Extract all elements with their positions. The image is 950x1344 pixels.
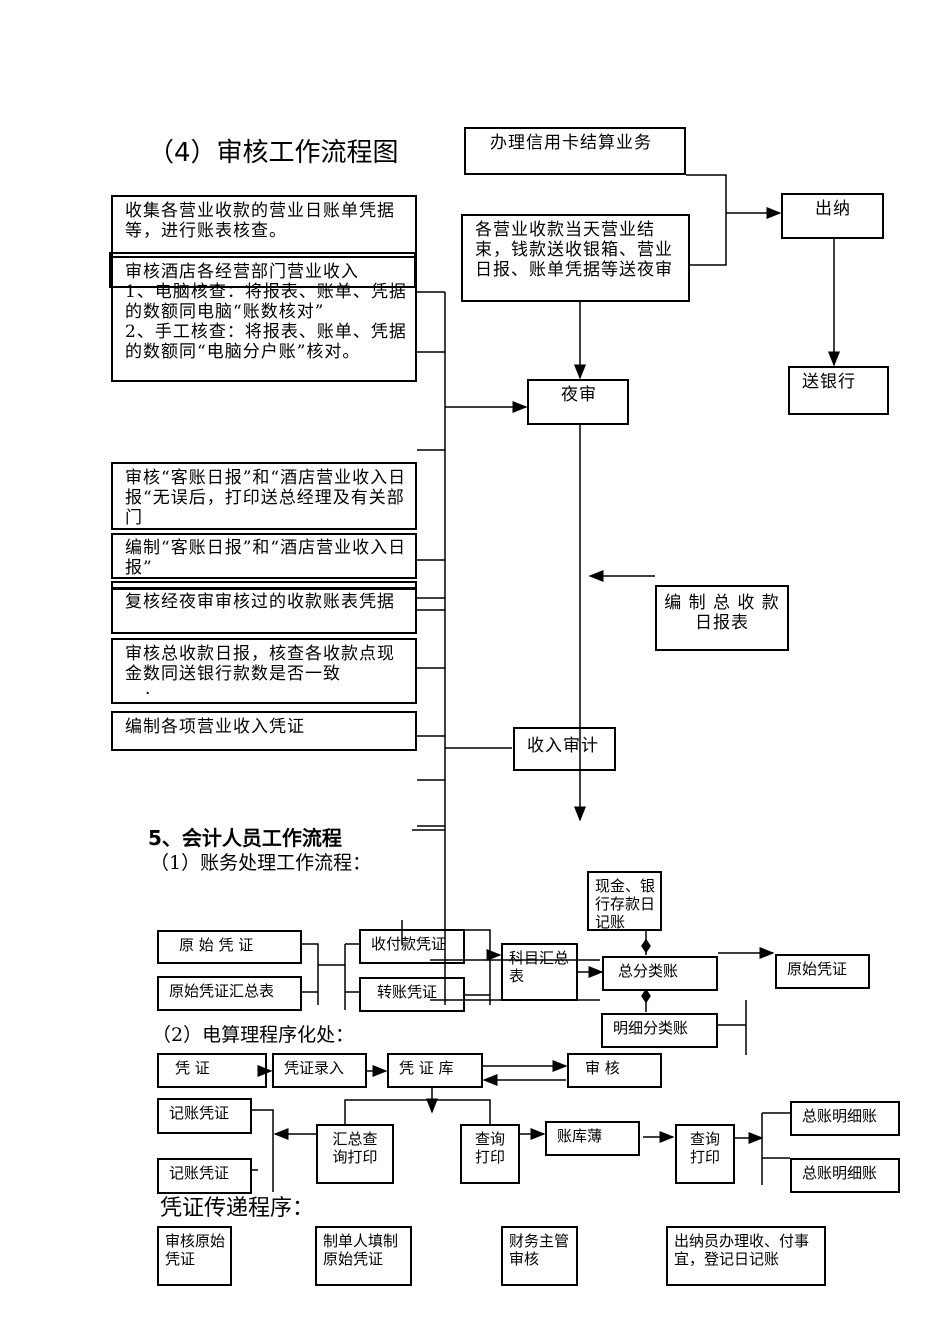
cashbox-box: 各营业收款当天营业结束，钱款送收银箱、营业日报、账单凭据等送夜审 — [461, 214, 690, 302]
sub1-title: （1）账务处理工作流程： — [150, 852, 372, 874]
voucher-db-box: 凭 证 库 — [387, 1053, 483, 1088]
original-voucher-right-box: 原始凭证 — [775, 954, 870, 989]
step-review-daily-box: 审核“客账日报”和“酒店营业收入日报“无误后，打印送总经理及有关部门 — [111, 462, 417, 530]
section4-title: （4）审核工作流程图 — [148, 138, 399, 168]
total-report-box: 编 制 总 收 款 日报表 — [655, 585, 789, 651]
ledger-book-box: 账库薄 — [545, 1121, 640, 1156]
posting-voucher-box-1: 记账凭证 — [157, 1098, 252, 1134]
step-vouchers-box: 编制各项营业收入凭证 — [111, 711, 417, 751]
section5-title: 5、会计人员工作流程 — [148, 826, 342, 850]
flow-step-2: 制单人填制原始凭证 — [315, 1226, 412, 1286]
step-verify-text: 审核总收款日报，核查各收款点现金数同送银行款数是否一致 — [125, 644, 395, 684]
detail-ledger-box: 明细分类账 — [601, 1013, 718, 1048]
sub2-title: （2）电算理程序化处： — [152, 1024, 355, 1046]
flow-step-3: 财务主管审核 — [501, 1226, 578, 1286]
sub3-title: 凭证传递程序： — [160, 1196, 315, 1221]
step-audit-revenue-box: 审核酒店各经营部门营业收入 1、电脑核查：将报表、账单、凭据的数额同电脑“账数核… — [111, 256, 417, 382]
step-verify-cash-box: 审核总收款日报，核查各收款点现金数同送银行款数是否一致· — [111, 638, 417, 704]
gl-detail-box-2: 总账明细账 — [790, 1158, 900, 1193]
step-compile-daily-box: 编制“客账日报”和“酒店营业收入日报” — [111, 533, 417, 579]
flow-step-1: 审核原始凭证 — [157, 1226, 232, 1286]
posting-voucher-box-2: 记账凭证 — [157, 1158, 252, 1194]
receipt-voucher-box: 收付款凭证 — [359, 929, 465, 964]
account-summary-box: 科目汇总表 — [501, 943, 578, 1001]
night-audit-box: 夜审 — [527, 379, 629, 425]
step-recheck-box: 复核经夜审审核过的收款账表凭据 — [111, 588, 417, 634]
bank-box: 送银行 — [788, 366, 889, 415]
step-collect-box: 收集各营业收款的营业日账单凭据等，进行账表核查。 — [111, 195, 417, 258]
journal-box: 现金、银行存款日记账 — [587, 871, 662, 931]
transfer-voucher-box: 转账凭证 — [359, 977, 465, 1012]
revenue-audit-box: 收入审计 — [513, 727, 616, 771]
credit-card-box: 办理信用卡结算业务 — [464, 127, 686, 175]
review-box: 审 核 — [567, 1053, 662, 1088]
voucher-entry-box: 凭证录入 — [272, 1053, 367, 1088]
query-print-box-1: 查询打印 — [460, 1124, 520, 1184]
flow-step-4: 出纳员办理收、付事宜，登记日记账 — [666, 1226, 826, 1286]
gl-detail-box-1: 总账明细账 — [790, 1101, 900, 1136]
original-voucher-box: 原 始 凭 证 — [157, 930, 302, 964]
query-print-box-2: 查询打印 — [675, 1124, 735, 1184]
voucher-summary-box: 原始凭证汇总表 — [157, 976, 302, 1011]
step-verify-mark: · — [145, 684, 152, 704]
summary-query-box: 汇总查询打印 — [316, 1124, 394, 1184]
voucher-box: 凭 证 — [157, 1053, 267, 1088]
general-ledger-box: 总分类账 — [602, 956, 718, 991]
cashier-box: 出纳 — [781, 193, 884, 239]
